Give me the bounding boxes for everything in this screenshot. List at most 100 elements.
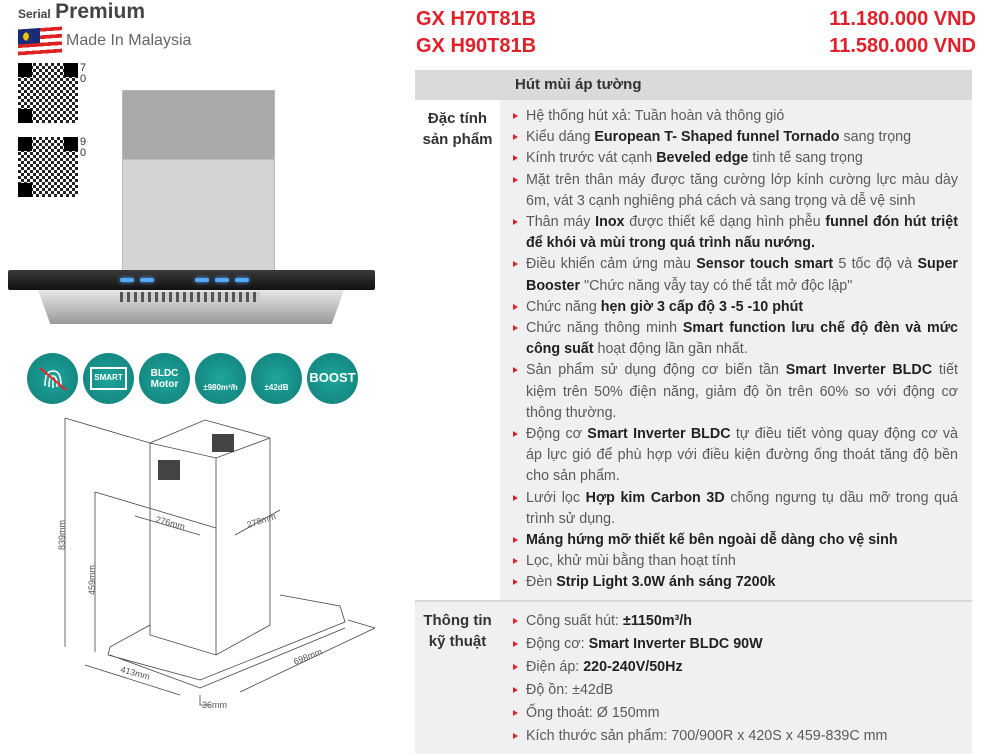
category-label: Hút mùi áp tường bbox=[515, 76, 642, 93]
qr-code-90[interactable]: 9 0 bbox=[18, 137, 88, 197]
spec-highlight: European T- Shaped funnel Tornado bbox=[594, 129, 840, 146]
spec-highlight: ±1150m³/h bbox=[622, 612, 693, 629]
spec-highlight: Smart function lưu chế độ đèn và mức côn… bbox=[526, 320, 958, 358]
spec-item: Độ ồn: ±42dB bbox=[512, 679, 958, 702]
spec-highlight: 220-240V/50Hz bbox=[583, 658, 683, 675]
spec-text: được thiết kế dạng hình phễu bbox=[624, 214, 826, 231]
dim-label: 276mm bbox=[154, 514, 186, 531]
dim-label: 698mm bbox=[292, 646, 324, 667]
spec-item: Lọc, khử mùi bằng than hoạt tính bbox=[512, 551, 958, 572]
spec-text: hoạt động lần gần nhất. bbox=[593, 341, 748, 358]
dim-label: 278mm bbox=[246, 511, 278, 530]
spec-item: Ống thoát: Ø 150mm bbox=[512, 702, 958, 725]
spec-highlight: Beveled edge bbox=[656, 150, 749, 167]
spec-text: Mặt trên thân máy được tăng cường lớp kí… bbox=[526, 171, 958, 209]
spec-text: Động cơ: bbox=[526, 635, 589, 652]
spec-highlight: Sensor touch smart bbox=[696, 256, 834, 273]
airflow-icon: ±980m³/h bbox=[195, 353, 246, 404]
serial-label: Serial bbox=[18, 7, 51, 21]
spec-text: Động cơ bbox=[526, 426, 588, 443]
spec-highlight: Smart Inverter BLDC bbox=[785, 362, 933, 379]
feature-icon-label: ±980m³/h bbox=[203, 383, 238, 393]
spec-item: Hệ thống hút xả: Tuần hoàn và thông gió bbox=[512, 106, 958, 127]
spec-text: Kiểu dáng bbox=[526, 129, 595, 146]
qr-code-70[interactable]: 7 0 bbox=[18, 63, 88, 123]
spec-text: tinh tế sang trọng bbox=[748, 150, 863, 167]
feature-icon-label: ±42dB bbox=[264, 383, 289, 393]
section-label: Thông tin kỹ thuật bbox=[423, 611, 492, 650]
spec-text: sang trọng bbox=[839, 129, 912, 146]
origin-text: Made In Malaysia bbox=[66, 32, 192, 49]
spec-text: Chức năng thông minh bbox=[526, 320, 683, 337]
feature-icons: SMART BLDC Motor ±980m³/h ±42dB BOOST bbox=[27, 353, 358, 404]
spec-text: tiết kiệm trên 50% điện năng, giảm độ ồn… bbox=[526, 362, 958, 421]
spec-item: Kiểu dáng European T- Shaped funnel Torn… bbox=[512, 127, 958, 148]
origin: Made In Malaysia bbox=[18, 26, 192, 56]
spec-item: Điều khiển cảm ứng màu Sensor touch smar… bbox=[512, 254, 958, 296]
model-price: 11.580.000 VND bbox=[829, 35, 976, 57]
dimension-diagram: 839mm 459mm 276mm 278mm 698mm 413mm 36mm bbox=[57, 417, 376, 710]
spec-item: Điện áp: 220-240V/50Hz bbox=[512, 656, 958, 679]
no-fingerprint-icon bbox=[27, 353, 78, 404]
spec-text: Điều khiển cảm ứng màu bbox=[526, 256, 697, 273]
noise-ear-icon: ±42dB bbox=[251, 353, 302, 404]
spec-text: Ống thoát: Ø 150mm bbox=[526, 704, 660, 721]
spec-highlight: Hợp kim Carbon 3D bbox=[585, 489, 725, 506]
spec-highlight: Máng hứng mỡ thiết kế bên ngoài dễ dàng … bbox=[526, 532, 898, 549]
spec-item: Chức năng hẹn giờ 3 cấp độ 3 -5 -10 phút bbox=[512, 297, 958, 318]
spec-item: Chức năng thông minh Smart function lưu … bbox=[512, 318, 958, 360]
serial-heading: Serial Premium bbox=[18, 0, 145, 24]
spec-text: Thân máy bbox=[526, 214, 596, 231]
spec-highlight: Smart Inverter BLDC 90W bbox=[588, 635, 763, 652]
dim-label: 839mm bbox=[57, 520, 67, 550]
spec-item: Mặt trên thân máy được tăng cường lớp kí… bbox=[512, 170, 958, 212]
spec-item: Công suất hút: ±1150m³/h bbox=[512, 610, 958, 633]
spec-highlight: funnel đón hút triệt để khói và mùi tron… bbox=[526, 214, 958, 252]
spec-item: Đèn Strip Light 3.0W ánh sáng 7200k bbox=[512, 572, 958, 593]
spec-highlight: Inox bbox=[595, 214, 625, 231]
spec-item: Sản phẩm sử dụng động cơ biến tần Smart … bbox=[512, 360, 958, 424]
boost-icon: BOOST bbox=[307, 353, 358, 404]
spec-text: Hệ thống hút xả: Tuần hoàn và thông gió bbox=[526, 108, 785, 124]
spec-text: Sản phẩm sử dụng động cơ biến tần bbox=[526, 362, 786, 379]
dim-label: 36mm bbox=[202, 700, 227, 710]
spec-item: Kính trước vát cạnh Beveled edge tinh tế… bbox=[512, 148, 958, 169]
malaysia-flag-icon bbox=[18, 26, 62, 56]
qr-code-icon bbox=[18, 137, 78, 197]
section-label: Đặc tính sản phẩm bbox=[422, 110, 493, 148]
spec-text: 5 tốc độ và bbox=[833, 256, 918, 273]
serial-name: Premium bbox=[55, 0, 146, 23]
spec-text: chống ngưng tụ dầu mỡ trong quá trình sử… bbox=[526, 489, 959, 527]
spec-text: tự điều tiết vòng quay động cơ và áp lực… bbox=[526, 426, 959, 485]
hood-chimney bbox=[122, 90, 275, 272]
spec-table-header: Hút mùi áp tường bbox=[415, 70, 972, 100]
spec-text: Kính trước vát cạnh bbox=[526, 150, 657, 167]
dim-label: 459mm bbox=[87, 565, 97, 595]
dim-label: 413mm bbox=[119, 664, 151, 681]
model-prices: 11.180.000 VND 11.580.000 VND bbox=[829, 6, 976, 60]
spec-text: Lưới lọc bbox=[526, 489, 586, 506]
spec-text: Điện áp: bbox=[526, 658, 584, 675]
feature-icon-label: SMART bbox=[90, 367, 127, 390]
model-name: GX H90T81B bbox=[416, 35, 537, 57]
qr-label: 7 0 bbox=[80, 62, 87, 85]
spec-text: Lọc, khử mùi bằng than hoạt tính bbox=[526, 553, 736, 570]
spec-highlight: Smart Inverter BLDC bbox=[587, 426, 731, 443]
spec-item: Máng hứng mỡ thiết kế bên ngoài dễ dàng … bbox=[512, 530, 958, 551]
hood-control-panel bbox=[8, 270, 375, 290]
bldc-motor-icon: BLDC Motor bbox=[139, 353, 190, 404]
feature-icon-label: BLDC Motor bbox=[150, 367, 179, 390]
spec-highlight: hẹn giờ 3 cấp độ 3 -5 -10 phút bbox=[600, 298, 804, 315]
spec-item: Lưới lọc Hợp kim Carbon 3D chống ngưng t… bbox=[512, 488, 958, 530]
spec-highlight: Super Booster bbox=[526, 256, 958, 294]
model-price: 11.180.000 VND bbox=[829, 8, 976, 30]
spec-item: Động cơ Smart Inverter BLDC tự điều tiết… bbox=[512, 424, 958, 488]
feature-icon-label: BOOST bbox=[309, 370, 356, 386]
spec-item: Động cơ: Smart Inverter BLDC 90W bbox=[512, 633, 958, 656]
